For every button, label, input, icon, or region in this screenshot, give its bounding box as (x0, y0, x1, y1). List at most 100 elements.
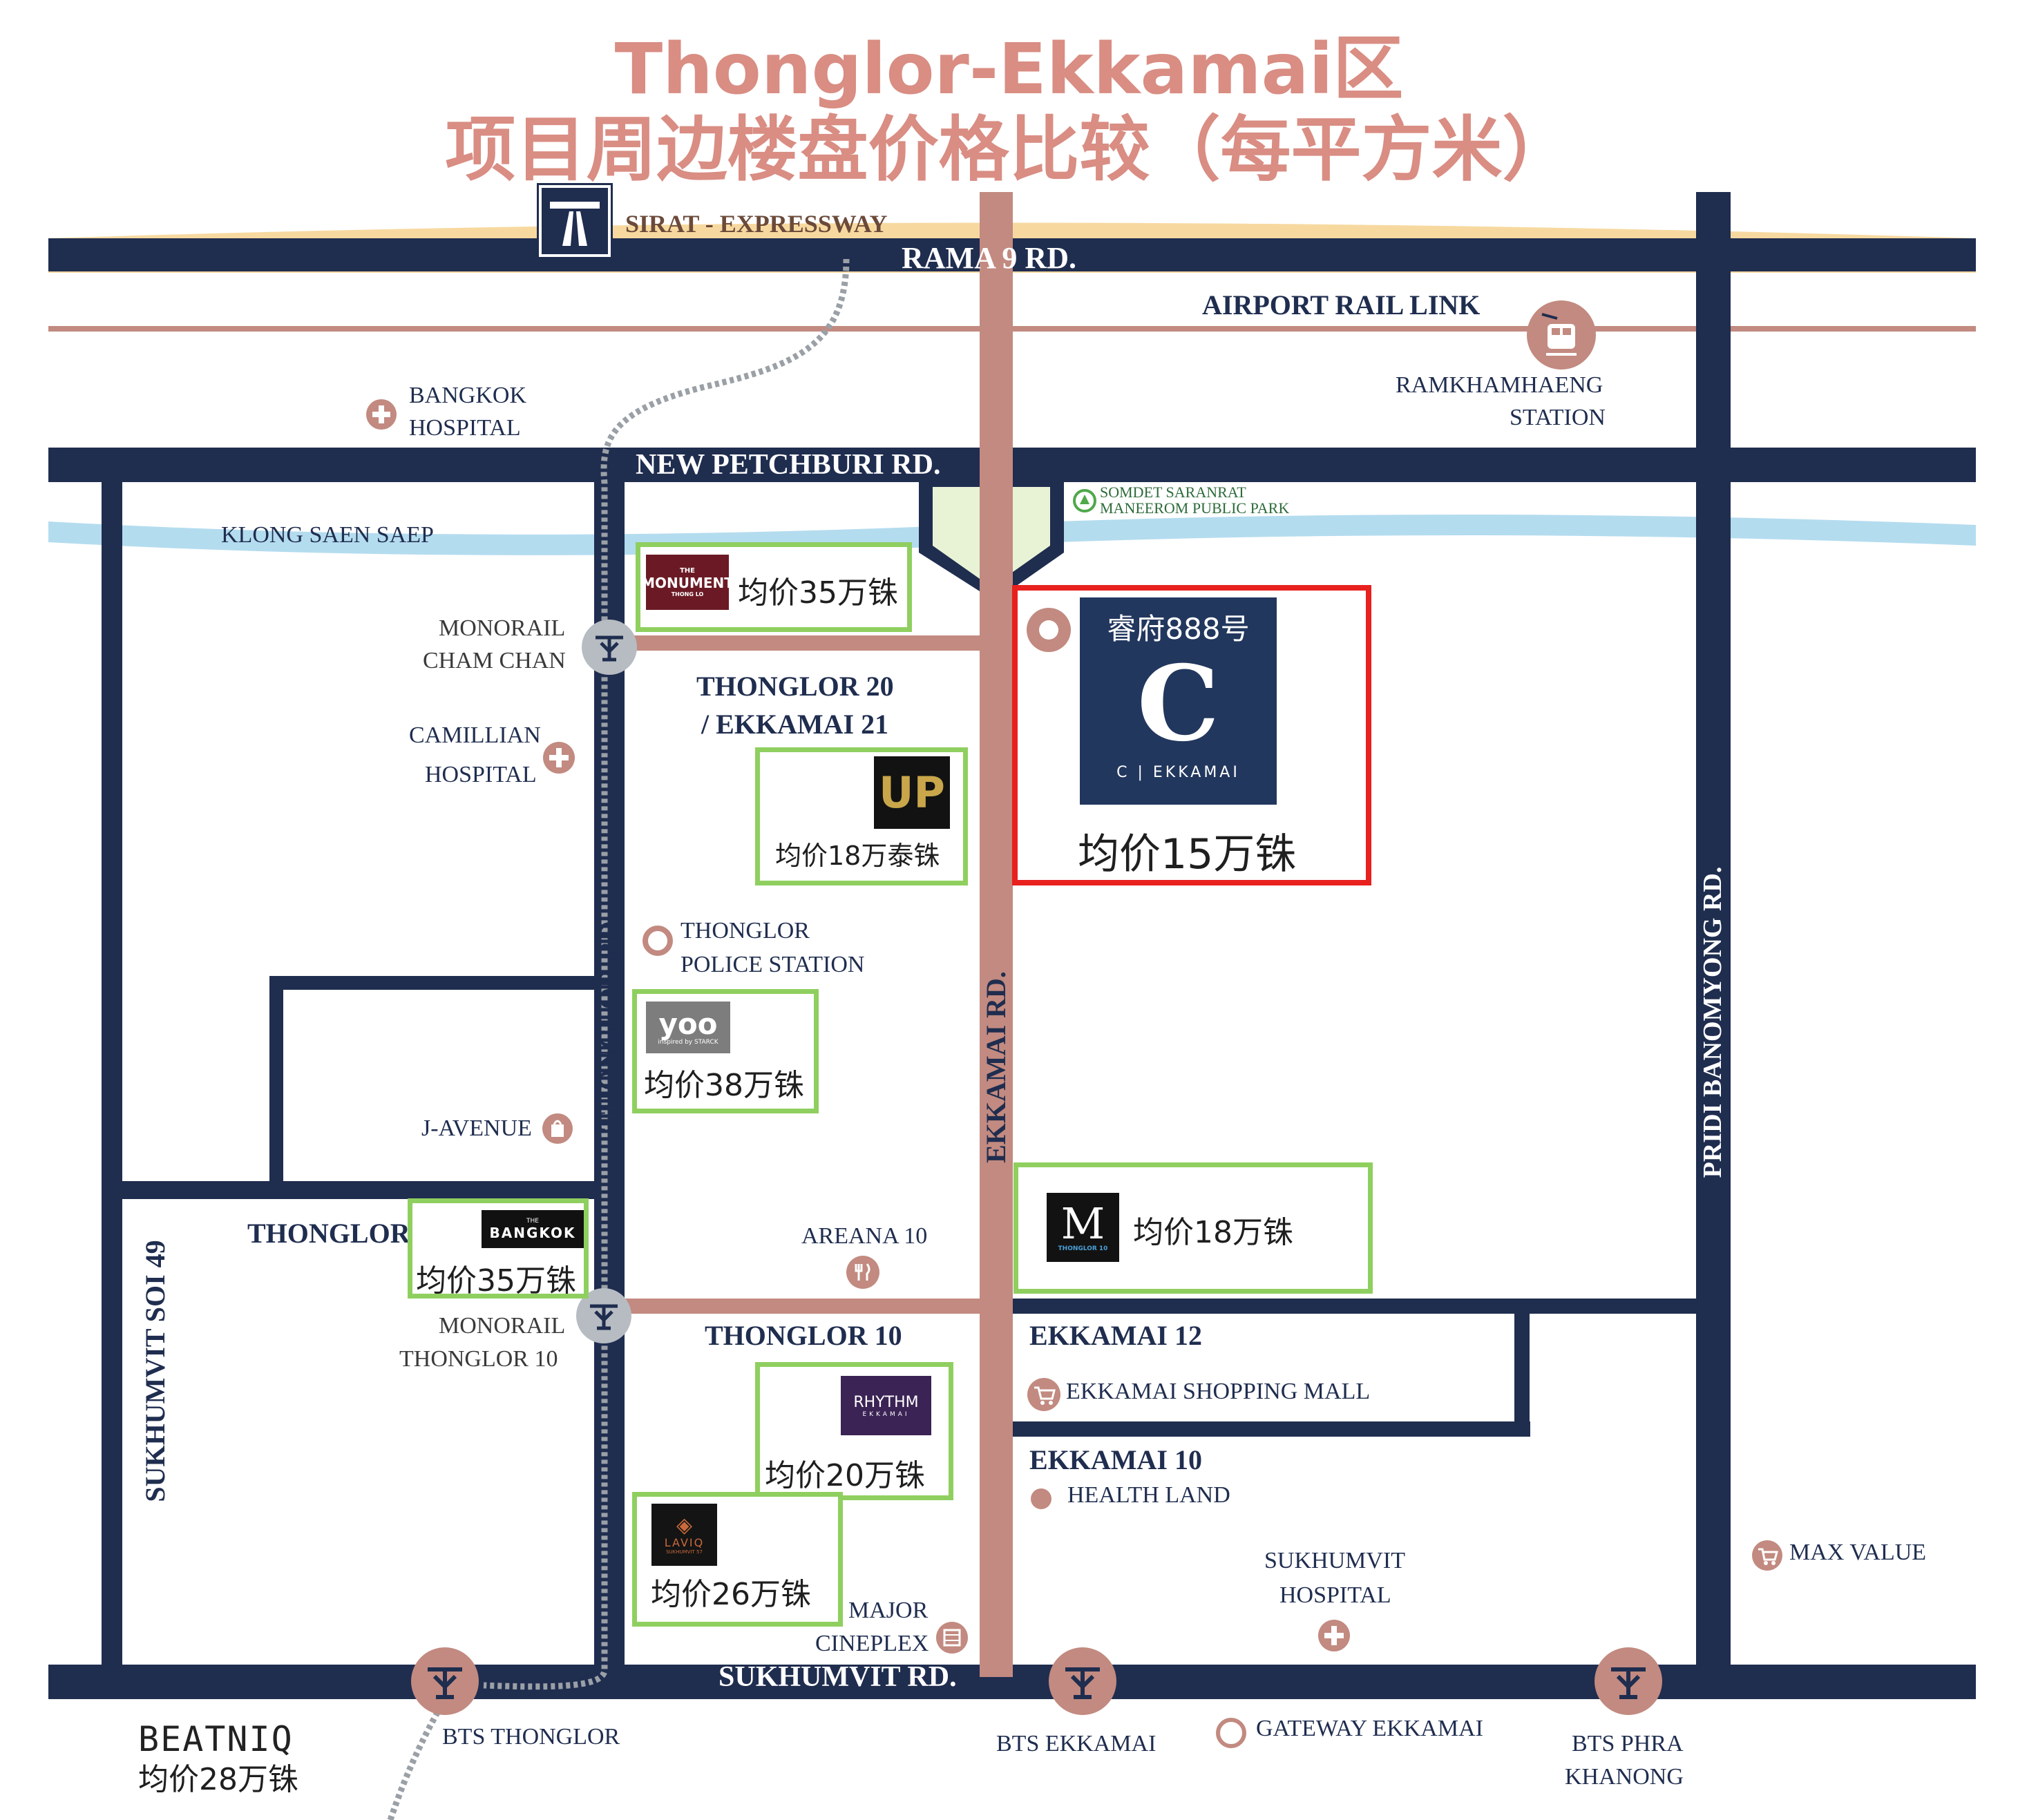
rhythm-logo-sub: EKKAMAI (862, 1410, 910, 1418)
police-label-2: POLICE STATION (680, 952, 865, 977)
laviq-logo-text: LAVIQ (664, 1535, 705, 1549)
sukhumvit-49-label: SUKHUMVIT SOI 49 (140, 1240, 171, 1502)
park-icon (1073, 489, 1096, 513)
shopping-cart-icon (1752, 1540, 1782, 1571)
cinema-icon (936, 1622, 968, 1654)
klong-label: KLONG SAEN SAEP (221, 522, 434, 548)
shopping-bag-icon (542, 1113, 573, 1144)
expressway-icon (539, 185, 611, 257)
camillian-label-2: HOSPITAL (425, 762, 537, 787)
gateway-label: GATEWAY EKKAMAI (1256, 1716, 1483, 1741)
bts-phra-label-2: KHANONG (1565, 1764, 1684, 1790)
bts-icon (411, 1647, 479, 1715)
m-thonglor-logo: M THONGLOR 10 (1047, 1193, 1119, 1262)
thonglor10-label: THONGLOR 10 (705, 1320, 902, 1351)
bangkok-hospital-label-1: BANGKOK (409, 383, 526, 408)
hospital-icon (366, 399, 397, 430)
yoo-logo-sub: inspired by STARCK (658, 1038, 718, 1046)
sukhumvit-hospital-label-2: HOSPITAL (1279, 1582, 1391, 1608)
monorail-thonglor10-label-1: MONORAIL (439, 1313, 566, 1339)
the-bangkok-logo-text: BANGKOK (489, 1224, 576, 1241)
rama9-label: RAMA 9 RD. (902, 241, 1076, 275)
project-c-ekkamai-price: 均价15万铢 (1078, 830, 1297, 879)
bts-icon (1595, 1647, 1662, 1715)
map-title-line2: 项目周边楼盘价格比较（每平方米） (445, 109, 1573, 191)
ekkamai-road (980, 192, 1013, 1677)
thonglor20-label-1: THONGLOR 20 (696, 671, 894, 702)
airport-rail-label: AIRPORT RAIL LINK (1202, 289, 1481, 320)
max-value-label: MAX VALUE (1789, 1540, 1927, 1565)
ekkamai10-label: EKKAMAI 10 (1029, 1444, 1202, 1475)
monument-logo-small: THE (679, 567, 696, 575)
bangkok-hospital-label-2: HOSPITAL (409, 415, 521, 441)
pridi-road (1696, 192, 1731, 1684)
areana-label: AREANA 10 (801, 1223, 928, 1249)
laviq-diamond-icon: ◈ (676, 1513, 693, 1538)
c-ekkamai-logo: 睿府888号 C C | EKKAMAI (1080, 597, 1277, 805)
bts-phra-label-1: BTS PHRA (1572, 1731, 1684, 1756)
park-label-2: MANEEROM PUBLIC PARK (1100, 499, 1290, 517)
left-road (102, 477, 122, 1678)
project-yoo-price: 均价38万铢 (644, 1068, 804, 1103)
the-bangkok-logo-small: THE (526, 1217, 539, 1225)
project-beatniq-price: 均价28万铢 (138, 1762, 298, 1797)
monorail-chamchan-label-1: MONORAIL (439, 615, 566, 641)
restaurant-icon (846, 1256, 879, 1289)
bts-icon (582, 620, 637, 675)
c-ekkamai-name: 睿府888号 (1107, 612, 1250, 646)
monorail-path (387, 258, 850, 1820)
new-petchburi-label: NEW PETCHBURI RD. (636, 449, 941, 481)
monument-logo-sub: THONG LO (671, 591, 704, 597)
project-up-price: 均价18万泰铢 (775, 841, 940, 871)
laviq-logo: ◈ LAVIQ SUKHUMVIT 57 (651, 1504, 717, 1566)
project-bangkok-price: 均价35万铢 (416, 1263, 576, 1299)
m-thonglor-logo-sub: THONGLOR 10 (1058, 1245, 1108, 1252)
c-ekkamai-logo-text: C (1136, 643, 1220, 765)
ekkamai12-label: EKKAMAI 12 (1029, 1320, 1202, 1351)
c-ekkamai-logo-sub: C | EKKAMAI (1116, 764, 1240, 781)
expressway-label: SIRAT - EXPRESSWAY (625, 210, 888, 238)
police-icon (642, 926, 673, 956)
thonglor-road (594, 477, 625, 1678)
major-label-1: MAJOR (848, 1598, 929, 1623)
sukhumvit-hospital-label-1: SUKHUMVIT (1264, 1548, 1405, 1573)
ramkhamhaeng-label-1: RAMKHAMHAENG (1396, 372, 1603, 398)
monorail-thonglor10-label-2: THONGLOR 10 (399, 1346, 558, 1372)
monorail-chamchan-label-2: CHAM CHAN (423, 648, 566, 673)
yoo-logo: yoo inspired by STARCK (646, 1002, 730, 1053)
beatniq-logo: BEATNIQ (138, 1719, 294, 1759)
sukhumvit-road-label: SUKHUMVIT RD. (718, 1661, 957, 1693)
health-land-label: HEALTH LAND (1067, 1482, 1230, 1508)
pridi-road-label: PRIDI BANOMYONG RD. (1698, 866, 1728, 1178)
yoo-logo-text: yoo (658, 1006, 718, 1041)
project-rhythm-price: 均价20万铢 (765, 1458, 925, 1493)
hospital-icon (543, 742, 575, 774)
camillian-label-1: CAMILLIAN (409, 722, 541, 748)
ekkamai-mall-label: EKKAMAI SHOPPING MALL (1066, 1379, 1371, 1404)
train-icon (1527, 300, 1596, 370)
shopping-cart-icon (1027, 1378, 1060, 1411)
thonglor20-label-2: / EKKAMAI 21 (701, 709, 889, 740)
j-avenue-label: J-AVENUE (421, 1115, 532, 1141)
project-m-price: 均价18万铢 (1133, 1215, 1293, 1250)
project-location-marker (1027, 608, 1071, 652)
shopping-bag-icon (1216, 1718, 1246, 1748)
police-label-1: THONGLOR (680, 918, 810, 943)
major-label-2: CINEPLEX (815, 1631, 929, 1656)
health-land-dot (1031, 1488, 1051, 1509)
laviq-logo-sub: SUKHUMVIT 57 (666, 1549, 703, 1555)
up-logo: UP (874, 756, 950, 829)
thonglor-road-label: THONGLOR RD. (593, 914, 625, 1131)
hospital-icon (1318, 1620, 1350, 1651)
map-title-line1: Thonglor-Ekkamai区 (614, 28, 1404, 111)
m-thonglor-logo-text: M (1060, 1198, 1105, 1249)
bts-ekkamai-label: BTS EKKAMAI (996, 1731, 1156, 1756)
ramkhamhaeng-label-2: STATION (1510, 405, 1606, 430)
park-label-1: SOMDET SARANRAT (1100, 483, 1246, 501)
project-laviq-price: 均价26万铢 (651, 1577, 811, 1612)
rhythm-logo: RHYTHM EKKAMAI (839, 1374, 933, 1437)
project-monument-price: 均价35万铢 (738, 575, 898, 611)
